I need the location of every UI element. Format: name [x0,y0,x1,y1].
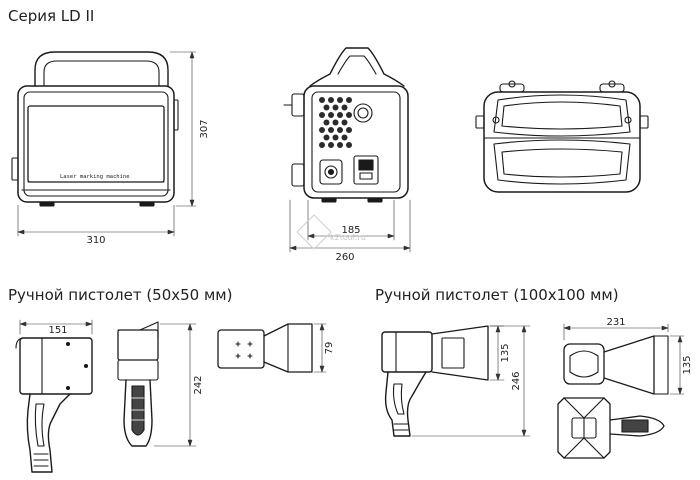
dim-gun100-top-width: 135 [682,355,693,374]
dim-gun100-length: 231 [606,317,625,328]
gun100-side-dimensions: 135 246 [411,325,531,437]
gun100-front-view [557,397,665,459]
vent-hole [337,127,343,133]
vent-grid [319,97,352,148]
gun50-front-view [117,321,159,447]
watermark-text: k2tool.ru [330,233,366,242]
vent-hole [319,97,325,103]
gun50-top-dimensions: 79 [313,323,335,373]
dim-gun50-height: 242 [193,375,204,394]
dim-gun50-width: 79 [324,342,335,355]
ld2-top-view [475,80,649,193]
gun50-top-view [217,323,313,373]
vent-hole [332,119,339,126]
vent-hole [346,112,352,118]
vent-hole [332,104,339,111]
vent-hole [337,97,343,103]
gun100-top-view [563,335,669,395]
vent-hole [323,119,330,126]
dim-ld2-total: 260 [335,252,354,263]
gun50-front-dimensions: 242 [153,323,204,447]
vent-hole [341,119,348,126]
vent-hole [328,97,334,103]
gun50-side-dimensions: 151 [19,319,93,336]
ld2-front-dimensions: 310 307 [17,51,210,246]
title-gun-100: Ручной пистолет (100x100 мм) [375,286,619,304]
vent-hole [341,134,348,141]
vent-hole [346,127,352,133]
title-ld2-series: Серия LD II [8,7,95,25]
watermark: k2tool.ru [296,214,366,250]
vent-hole [328,112,334,118]
title-gun-50: Ручной пистолет (50x50 мм) [8,286,233,304]
vent-hole [323,134,330,141]
dim-gun100-width: 135 [500,343,511,362]
vent-hole [346,97,352,103]
dim-ld2-height: 307 [199,119,210,138]
vent-hole [337,142,343,148]
dim-ld2-width: 310 [86,235,105,246]
ld2-side-view [283,47,409,203]
vent-hole [328,142,334,148]
vent-hole [332,134,339,141]
ld2-side-dimensions: 185 260 [289,199,411,263]
dim-ld2-depth: 185 [341,225,360,236]
vent-hole [319,112,325,118]
gun100-top-dimensions: 231 135 [563,317,693,395]
dim-gun50-length: 151 [48,325,67,336]
vent-hole [328,127,334,133]
gun50-side-view [15,337,93,473]
vent-hole [337,112,343,118]
vent-hole [323,104,330,111]
vent-hole [341,104,348,111]
ld2-front-view: Laser marking machine [11,51,179,207]
dim-gun100-height: 246 [511,371,522,390]
machine-panel-label: Laser marking machine [60,174,130,180]
gun100-side-view [381,325,489,437]
vent-hole [319,142,325,148]
vent-hole [346,142,352,148]
vent-hole [319,127,325,133]
